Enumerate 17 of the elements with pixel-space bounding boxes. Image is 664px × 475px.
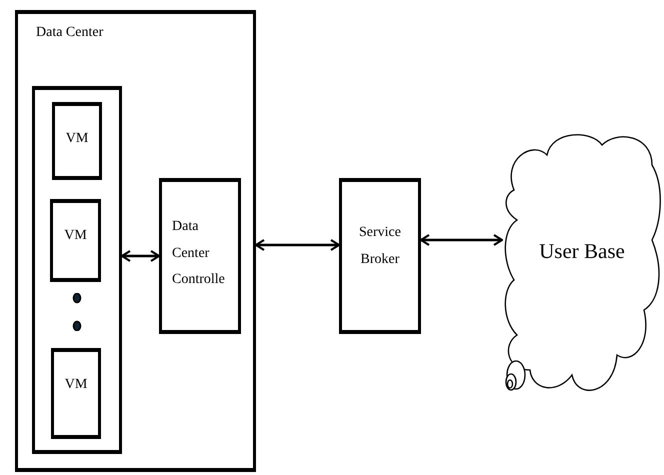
vm-box	[52, 102, 102, 180]
double-arrow	[420, 234, 504, 246]
node-label: VM	[63, 227, 88, 245]
vm-group-box	[32, 86, 122, 454]
double-arrow	[120, 250, 160, 262]
controller-box	[159, 178, 241, 334]
service-broker-box	[339, 178, 421, 334]
node-label: Data Center Controlle	[172, 218, 226, 290]
data-center-box	[15, 10, 256, 472]
node-label: VM	[64, 130, 90, 148]
node-label: User Base	[538, 238, 626, 265]
vm-box	[51, 348, 101, 439]
node-label: VM	[64, 376, 88, 394]
vm-box	[50, 199, 101, 282]
node-label: Service Broker	[358, 224, 402, 269]
double-arrow	[254, 238, 340, 252]
node-label: Data Center	[36, 24, 104, 42]
